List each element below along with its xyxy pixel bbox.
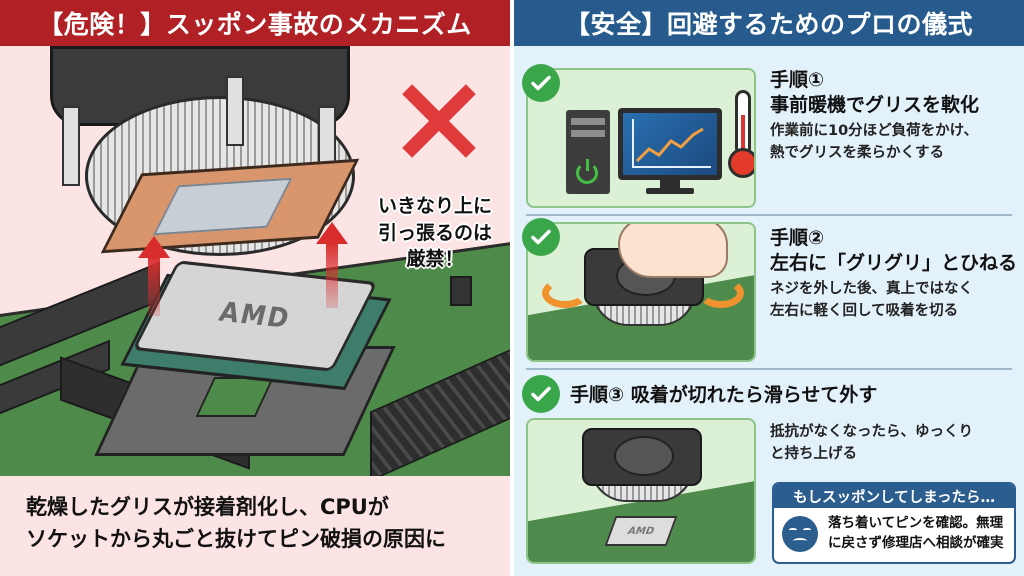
caption-line: 乾燥したグリスが接着剤化し、CPUが — [26, 495, 389, 519]
warning-text: いきなり上に 引っ張るのは 厳禁！ — [360, 193, 510, 273]
step-1-illustration — [526, 68, 756, 208]
pc-tower — [566, 110, 610, 194]
desc-line: 抵抗がなくなったら、ゆっくり — [770, 424, 973, 440]
suction-accident-illustration: AMD — [0, 46, 510, 476]
step-title: 吸着が切れたら滑らせて外す — [630, 384, 878, 406]
notice-line: に戻さず修理店へ相談が確実 — [828, 534, 1004, 551]
step-1-text: 手順① 事前暖機でグリスを軟化 作業前に10分ほど負荷をかけ、 熱でグリスを柔ら… — [770, 68, 1020, 165]
step-2-text: 手順② 左右に「グリグリ」とひねる ネジを外した後、真上ではなく 左右に軽く回し… — [770, 226, 1020, 323]
thermometer-bulb — [728, 148, 754, 178]
header-pins — [450, 276, 472, 306]
step-2-illustration — [526, 222, 756, 362]
step-3-heading: 手順③ 吸着が切れたら滑らせて外す — [570, 380, 877, 407]
rotate-right-arrow-icon — [698, 278, 744, 308]
socket-hole — [195, 377, 275, 417]
panel-divider — [510, 0, 514, 576]
amd-logo: AMD — [216, 296, 294, 336]
step-separator — [526, 368, 1012, 370]
step-description: 抵抗がなくなったら、ゆっくり と持ち上げる — [770, 422, 1020, 466]
load-graph-screen — [623, 113, 717, 175]
step-3-illustration: AMD — [526, 418, 756, 564]
desc-line: 左右に軽く回して吸着を切る — [770, 303, 959, 320]
fan-blades — [614, 436, 674, 476]
check-icon — [522, 218, 560, 256]
step-3-text: 抵抗がなくなったら、ゆっくり と持ち上げる — [770, 418, 1020, 466]
warning-line: いきなり上に — [377, 195, 492, 217]
notice-line: 落ち着いてピンを確認。無理 — [828, 515, 1004, 531]
cooler-fan — [582, 428, 702, 486]
warning-line: 引っ張るのは — [377, 221, 492, 244]
desc-line: と持ち上げる — [770, 445, 857, 462]
cross-icon — [400, 82, 476, 158]
drive-bay — [571, 118, 605, 125]
caption-line: ソケットから丸ごと抜けてピン破損の原因に — [26, 526, 446, 551]
cpu-chip: AMD — [604, 516, 678, 546]
notice-text: 落ち着いてピンを確認。無理 に戻さず修理店へ相談が確実 — [828, 514, 1004, 553]
monitor-base — [646, 188, 694, 194]
notice-title: もしスッポンしてしまったら… — [774, 484, 1014, 508]
up-arrow-icon — [138, 236, 170, 258]
safety-header: 【安全】回避するためのプロの儀式 — [514, 0, 1024, 46]
monitor — [618, 108, 722, 180]
warning-line: 厳禁！ — [406, 248, 464, 271]
rotate-left-arrow-icon — [542, 278, 588, 308]
check-icon — [522, 375, 560, 413]
step-title: 左右に「グリグリ」とひねる — [770, 251, 1018, 274]
step-description: 作業前に10分ほど負荷をかけ、 熱でグリスを柔らかくする — [770, 121, 1020, 165]
step-description: ネジを外した後、真上ではなく 左右に軽く回して吸着を切る — [770, 279, 1020, 323]
recovery-notice: もしスッポンしてしまったら… 落ち着いてピンを確認。無理 に戻さず修理店へ相談が… — [772, 482, 1016, 564]
step-title: 事前暖機でグリスを軟化 — [770, 93, 980, 116]
monitor-stand — [660, 180, 680, 190]
pull-arrow-stem — [148, 256, 160, 316]
step-label: 手順② — [770, 227, 825, 249]
danger-header: 【危険！】スッポン事故のメカニズム — [0, 0, 510, 46]
danger-panel: 【危険！】スッポン事故のメカニズム AMD いきなり上に 引っ張るのは 厳禁！ … — [0, 0, 510, 576]
hand — [618, 224, 728, 278]
desc-line: ネジを外した後、真上ではなく — [770, 281, 973, 298]
desc-line: 熱でグリスを柔らかくする — [770, 145, 944, 162]
pull-arrow-stem — [326, 242, 338, 308]
thermometer-icon — [735, 90, 751, 156]
danger-caption: 乾燥したグリスが接着剤化し、CPUが ソケットから丸ごと抜けてピン破損の原因に — [26, 492, 446, 555]
face-eye — [789, 527, 797, 531]
check-icon — [522, 64, 560, 102]
dried-grease — [152, 177, 293, 236]
notice-body: 落ち着いてピンを確認。無理 に戻さず修理店へ相談が確実 — [774, 508, 1014, 559]
desc-line: 作業前に10分ほど負荷をかけ、 — [770, 123, 978, 140]
thermometer-fill — [741, 115, 745, 155]
power-icon-line — [586, 159, 589, 171]
step-label: 手順① — [770, 69, 825, 91]
amd-logo: AMD — [625, 525, 657, 537]
safety-panel: 【安全】回避するためのプロの儀式 手順① 事前暖機でグリスを軟化 作業 — [514, 0, 1024, 576]
face-eye — [803, 527, 811, 531]
step-separator — [526, 214, 1012, 216]
drive-bay — [571, 130, 605, 137]
mounting-post — [226, 76, 244, 146]
mounting-post — [62, 106, 80, 186]
up-arrow-icon — [316, 222, 348, 244]
face-mouth — [793, 537, 807, 544]
power-icon — [576, 162, 598, 184]
sad-face-icon — [782, 515, 818, 552]
step-label: 手順③ — [570, 384, 625, 406]
